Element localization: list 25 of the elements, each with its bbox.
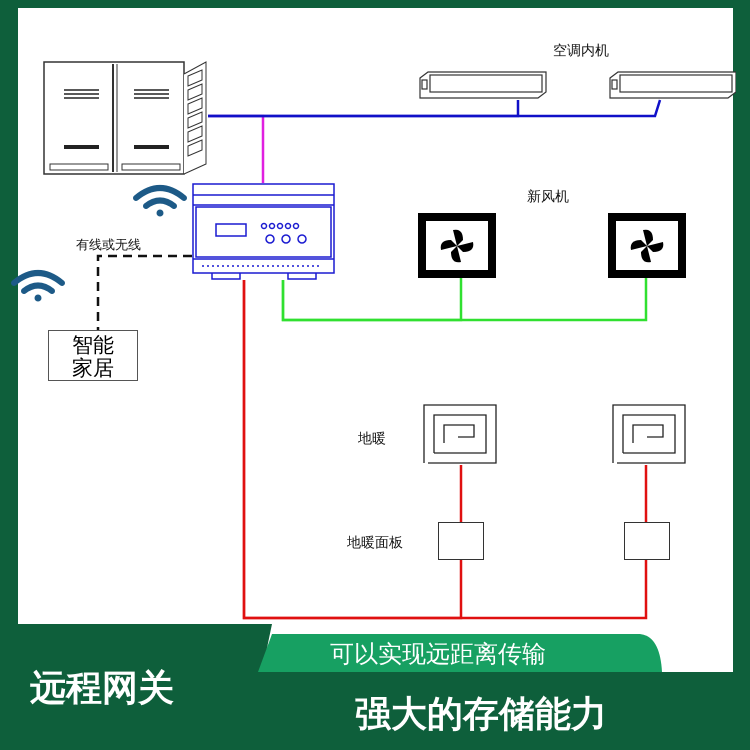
- dashed-connector: [96, 254, 192, 330]
- fan-icon: [418, 213, 499, 278]
- banner-text: 可以实现远距离传输: [330, 639, 546, 670]
- device-label: 地暖面板: [347, 534, 403, 552]
- device-label: 新风机: [527, 188, 569, 206]
- heating-coil-icon: [611, 403, 687, 465]
- edge-label: 有线或无线: [76, 236, 141, 254]
- text-box: 智能家居: [48, 330, 138, 381]
- device-label: 地暖: [358, 430, 386, 448]
- panel-box: [438, 522, 484, 560]
- gateway-device-drawing: [192, 183, 335, 280]
- wire: [644, 465, 648, 522]
- device-label: 空调内机: [553, 42, 609, 60]
- banner-title: 强大的存储能力: [355, 693, 607, 737]
- indoor-ac-unit-drawing: [608, 70, 736, 100]
- wire: [208, 100, 662, 118]
- wire: [460, 465, 462, 522]
- fan-icon: [608, 213, 686, 278]
- indoor-ac-unit-drawing: [418, 70, 548, 100]
- heating-coil-icon: [422, 403, 498, 465]
- wire: [282, 278, 648, 322]
- wire: [242, 280, 648, 620]
- banner-title: 远程网关: [30, 667, 174, 711]
- outdoor-unit-drawing: [42, 60, 208, 178]
- panel-box: [624, 522, 670, 560]
